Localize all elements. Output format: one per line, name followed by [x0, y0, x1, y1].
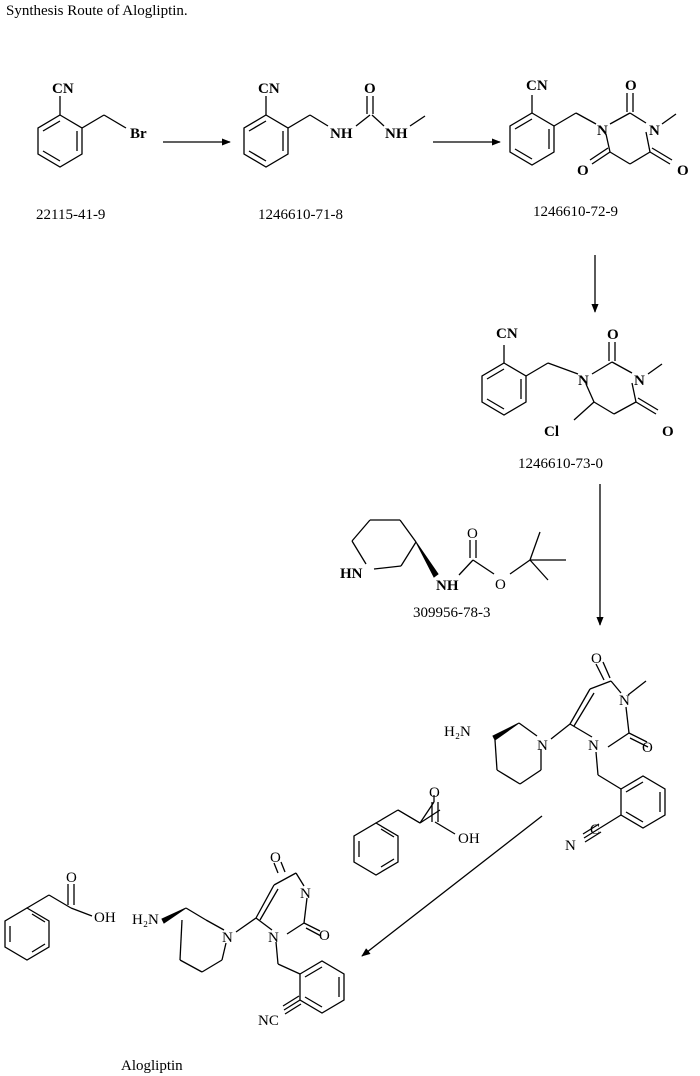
structure-benzoic-acid-salt: O OH: [4, 870, 116, 961]
atom-o: O: [319, 928, 330, 944]
atom-n: N: [649, 123, 660, 139]
atom-nh: NH: [436, 578, 459, 594]
reagent-label: 309956-78-3: [413, 605, 491, 621]
structure-1246610-73-0: CN N O N O Cl: [481, 326, 674, 440]
atom-cn: CN: [52, 81, 74, 97]
page-title: Synthesis Route of Alogliptin.: [6, 3, 188, 19]
atom-n: N: [634, 373, 645, 389]
atom-n: N: [565, 838, 576, 854]
compound-label-3: 1246610-72-9: [533, 204, 618, 220]
atom-o: O: [591, 651, 602, 667]
structure-1246610-72-9: CN N O N O O: [509, 78, 689, 179]
atom-n: N: [537, 738, 548, 754]
compound-label-1: 22115-41-9: [36, 207, 106, 223]
compound-label-4: 1246610-73-0: [518, 456, 603, 472]
atom-o: O: [577, 163, 589, 179]
atom-o: O: [270, 850, 281, 866]
atom-n: N: [222, 930, 233, 946]
atom-hn: HN: [340, 566, 363, 582]
atom-n: N: [268, 930, 279, 946]
final-product-label: Alogliptin: [121, 1058, 183, 1074]
atom-o: O: [66, 870, 77, 886]
atom-n: N: [578, 373, 589, 389]
atom-o: O: [429, 785, 440, 801]
atom-cn: CN: [258, 81, 280, 97]
reaction-arrow-5: [361, 815, 543, 957]
atom-nh: NH: [385, 126, 408, 142]
atom-o: O: [364, 81, 376, 97]
atom-nc: NC: [258, 1013, 279, 1029]
structure-benzoic-acid-reagent: O OH: [353, 785, 480, 876]
atom-n: N: [597, 123, 608, 139]
atom-o: O: [607, 327, 619, 343]
atom-o: O: [662, 424, 674, 440]
structure-22115-41-9: CN Br: [37, 81, 147, 168]
atom-h2n: H₂N: [132, 912, 159, 928]
atom-o: O: [677, 163, 689, 179]
atom-cl: Cl: [544, 424, 559, 440]
atom-br: Br: [130, 126, 147, 142]
atom-o: O: [642, 740, 653, 756]
atom-o: O: [467, 526, 478, 542]
atom-n: N: [588, 738, 599, 754]
atom-n: N: [300, 886, 311, 902]
atom-nh: NH: [330, 126, 353, 142]
atom-c: C: [590, 822, 600, 838]
atom-cn: CN: [496, 326, 518, 342]
atom-h2n: H₂N: [444, 724, 471, 740]
atom-o: O: [495, 577, 506, 593]
structure-alogliptin: H₂N N N N O O NC: [132, 850, 345, 1029]
structure-alogliptin-free-base: H₂N N N N O O N C: [444, 651, 666, 854]
compound-label-2: 1246610-71-8: [258, 207, 343, 223]
structure-1246610-71-8: CN NH O NH: [243, 81, 426, 168]
atom-oh: OH: [94, 910, 116, 926]
atom-o: O: [625, 78, 637, 94]
atom-cn: CN: [526, 78, 548, 94]
structure-309956-78-3: HN NH O O: [340, 519, 566, 594]
atom-n: N: [619, 693, 630, 709]
atom-oh: OH: [458, 831, 480, 847]
